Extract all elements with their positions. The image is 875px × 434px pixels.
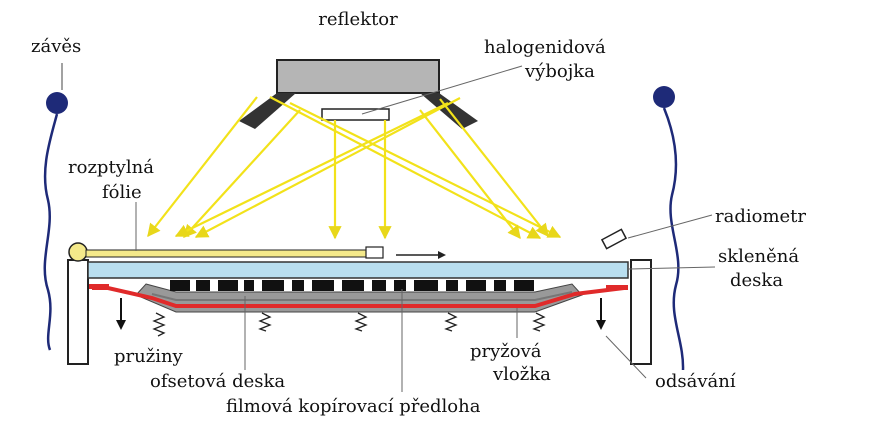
spring xyxy=(444,312,458,332)
film-segment xyxy=(394,280,406,291)
curtain-cord xyxy=(43,113,59,351)
light-ray xyxy=(269,96,542,239)
light-ray xyxy=(439,98,549,238)
label-rubber-blanket-line2: vložka xyxy=(492,364,551,385)
film-segment xyxy=(466,280,486,291)
label-reflector: reflektor xyxy=(318,9,398,30)
label-halogen-lamp-line1: halogenidová xyxy=(484,37,606,58)
light-ray xyxy=(147,96,258,238)
label-diffusion-foil-line1: rozptylná xyxy=(68,157,154,178)
reflector xyxy=(239,59,478,129)
light-ray xyxy=(419,109,521,240)
film-segment xyxy=(446,280,458,291)
leader-line xyxy=(605,335,647,379)
label-curtain: závěs xyxy=(31,36,81,57)
spring xyxy=(152,312,166,337)
spring xyxy=(532,312,546,332)
suction-arrowhead-right xyxy=(596,320,606,330)
label-halogen-lamp-line2: výbojka xyxy=(524,61,595,82)
leader-lines xyxy=(135,65,716,392)
film-original-base xyxy=(151,291,573,301)
curtain-knob xyxy=(653,86,675,108)
label-glass-plate-line2: deska xyxy=(730,270,783,291)
film-segment xyxy=(170,280,190,291)
film-segment xyxy=(196,280,210,291)
film-segment xyxy=(494,280,506,291)
plate-assembly xyxy=(89,280,628,313)
label-diffusion-foil-line2: fólie xyxy=(102,182,142,203)
spring xyxy=(354,312,368,332)
right-plate-clamp xyxy=(606,285,628,290)
halogen-lamp xyxy=(321,108,390,121)
curtain-knob xyxy=(46,92,68,114)
label-suction: odsávání xyxy=(655,371,736,392)
leader-line xyxy=(627,266,716,270)
foil-sheet xyxy=(85,249,369,258)
radiometer xyxy=(600,228,628,250)
foil-direction-arrowhead xyxy=(438,251,446,259)
label-springs: pružiny xyxy=(114,346,184,367)
reflector-housing xyxy=(276,59,440,94)
springs xyxy=(152,312,546,337)
left-curtain xyxy=(43,63,68,351)
leader-line xyxy=(361,65,523,115)
glass-plate xyxy=(87,261,629,279)
label-offset-plate: ofsetová deska xyxy=(150,371,285,392)
curtain-cord xyxy=(662,107,685,371)
label-glass-plate-line1: skleněná xyxy=(718,246,799,267)
film-segment xyxy=(292,280,304,291)
label-film-original: filmová kopírovací předloha xyxy=(226,396,481,417)
left-frame-post xyxy=(67,259,89,365)
label-radiometer: radiometr xyxy=(715,206,806,227)
film-segment xyxy=(342,280,364,291)
foil-roller xyxy=(68,242,88,262)
light-ray xyxy=(183,109,301,238)
light-rays xyxy=(147,96,562,240)
right-curtain xyxy=(653,86,685,371)
diffusion-foil xyxy=(68,242,446,262)
leader-line xyxy=(627,214,713,239)
film-segment xyxy=(244,280,254,291)
suction-arrows xyxy=(116,298,606,330)
film-segment xyxy=(414,280,438,291)
spring xyxy=(258,312,272,332)
suction-arrowhead-left xyxy=(116,320,126,330)
right-frame-post xyxy=(630,259,652,365)
light-ray xyxy=(174,102,449,237)
film-segment xyxy=(514,280,534,291)
film-segment xyxy=(262,280,284,291)
foil-end xyxy=(365,246,384,259)
film-segment xyxy=(218,280,238,291)
light-ray xyxy=(289,102,562,238)
left-plate-clamp xyxy=(89,284,109,289)
light-ray xyxy=(194,97,461,238)
film-segment xyxy=(312,280,334,291)
label-rubber-blanket-line1: pryžová xyxy=(470,341,542,362)
film-original xyxy=(170,280,534,291)
film-segment xyxy=(372,280,386,291)
